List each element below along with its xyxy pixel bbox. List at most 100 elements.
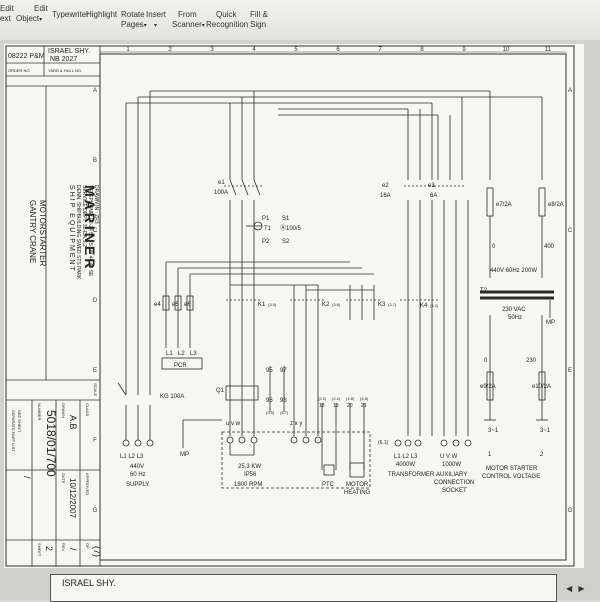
typewriter-label: Typewriter [52, 10, 89, 19]
label-transformer-primary: 440V 60Hz 200W [490, 268, 537, 274]
label-ptc: PTC [322, 482, 335, 488]
insert-button[interactable]: Insert ▾ [146, 10, 166, 31]
drawing-title: GANTRY CRANE [28, 200, 37, 263]
label-e8: e8/2A [548, 202, 564, 208]
label-e1-rating: 100A [214, 190, 228, 196]
row-label: E [93, 368, 97, 374]
schematic-labels: e1 100A P1 S1 T1 Ⓐ100/5 P2 S2 e2 16A e3 … [120, 180, 564, 496]
sheet-total: (7) [92, 546, 102, 557]
drawing-title: MOTORSTARTER [38, 200, 47, 266]
label-l3: L3 [190, 351, 197, 357]
label-230: 230 [526, 358, 537, 364]
rotate-pages-button[interactable]: Rotate Pages▾ [121, 10, 147, 31]
label-mp: MP [180, 452, 189, 458]
label-supply: SUPPLY [126, 482, 149, 488]
label-e2: e2 [382, 183, 389, 189]
label-contact-96: 96 [266, 398, 273, 404]
label-s2: S2 [282, 239, 290, 245]
label-transformer-frequency: 50Hz [508, 315, 522, 321]
label-mp: MP [546, 320, 555, 326]
number-label: NUMBER [37, 403, 42, 420]
typewriter-button[interactable]: Typewriter [52, 10, 89, 20]
label-motor-starter: MOTOR STARTER [486, 466, 538, 472]
label-e10: e10/2A [532, 384, 551, 390]
drawing-date: 10/12/2007 [68, 478, 77, 519]
label-contact-98: 98 [280, 398, 287, 404]
label-ref: (4.8) [346, 396, 355, 401]
rotate-pages-label-1: Rotate [121, 10, 145, 19]
label-e3: e3 [428, 183, 435, 189]
edit-object-button[interactable]: Edit Object▾ [16, 4, 48, 25]
label-motor-heating: MOTOR [346, 482, 369, 488]
column-label: 3 [210, 47, 214, 53]
label-k4-ref: (4.2) [430, 303, 439, 308]
fill-sign-label-1: Fill & [250, 10, 268, 19]
label-e7: e7/2A [496, 202, 512, 208]
drawn-label: DRAWN [61, 403, 66, 418]
label-output-num-2: 2 [540, 452, 544, 458]
label-ref-47: (4.7) [280, 410, 289, 415]
label-e9: e9/2A [480, 384, 496, 390]
yard-label: YARD & HULL NO. [48, 68, 82, 73]
company-logo: MARINER [82, 185, 98, 271]
label-ref-35: (3.5) [266, 410, 275, 415]
label-l2: L2 [178, 351, 185, 357]
label-terminals-transformer: L1 L2 L3 [394, 454, 418, 460]
edit-text-label-1: Edit [0, 4, 14, 13]
label-terminal: 18 [319, 403, 325, 409]
label-output-num-1: 1 [488, 452, 492, 458]
edit-object-label-2: Object [16, 14, 40, 23]
label-p2: P2 [262, 239, 270, 245]
label-t1: T1 [264, 226, 272, 232]
label-control-voltage: CONTROL VOLTAGE [482, 474, 540, 480]
drawing-number: 5018/01/700 [44, 410, 58, 477]
label-e6: e6 [184, 302, 191, 308]
label-ref: (2.2) [332, 396, 341, 401]
sheet-rev: / [68, 548, 78, 551]
class-label: CLASS [85, 403, 90, 416]
label-k2: K2 [322, 302, 330, 308]
row-label: G [568, 508, 573, 514]
highlight-button[interactable]: Highlight [86, 10, 117, 20]
quick-recognition-button[interactable]: Quick Recognition [206, 10, 248, 30]
label-400: 400 [544, 244, 555, 250]
edit-text-button[interactable]: Edit ext [0, 4, 14, 24]
company-subtitle: SHIP EQUIPMENT [68, 185, 75, 273]
label-motor-heating: HEATING [344, 490, 371, 496]
fill-sign-button[interactable]: Fill & Sign [250, 10, 268, 30]
label-k3: K3 [378, 302, 386, 308]
label-output-1: 3~1 [488, 428, 499, 434]
label-ct-ratio: Ⓐ100/5 [280, 224, 302, 232]
label-transformer: TRANSFORMER [388, 472, 435, 478]
label-terminals-zxy: z x y [290, 421, 302, 427]
row-label: D [93, 298, 98, 304]
label-ref-61: (6.1) [378, 440, 389, 446]
row-label: A [93, 88, 97, 94]
label-e4: e4 [154, 302, 161, 308]
quick-recognition-label-2: Recognition [206, 20, 249, 29]
column-label: 5 [294, 47, 298, 53]
label-supply-frequency: 60 Hz [130, 472, 146, 478]
quick-recognition-label-1: Quick [216, 10, 237, 19]
label-transformer-secondary: 230 VAC [502, 307, 526, 313]
label-s1: S1 [282, 216, 290, 222]
label-zero: 0 [484, 358, 488, 364]
edit-object-label-1: Edit [34, 4, 48, 13]
label-k1: K1 [258, 302, 266, 308]
next-page-sheet [50, 574, 557, 602]
label-l1: L1 [166, 351, 173, 357]
insert-label: Insert [146, 10, 167, 19]
label-terminals-socket: U V W [440, 454, 458, 460]
date-label: DATE [61, 473, 66, 484]
column-label: 8 [420, 47, 424, 53]
label-terminal: 20 [347, 403, 353, 409]
label-contact-97: 97 [280, 368, 287, 374]
scale-label: SCALE [93, 383, 98, 396]
label-motor-rpm: 1800 RPM [234, 482, 262, 488]
company-address: DENN. SHIPBUILDING SWED STS PARK [75, 185, 81, 280]
page-navigation-icons[interactable]: ◀ ▶ [566, 584, 587, 593]
from-scanner-button[interactable]: From Scanner▾ [172, 10, 205, 31]
fill-sign-label-2: Sign [250, 20, 267, 29]
label-q1: Q1 [216, 388, 225, 394]
label-ref: (2.2) [318, 396, 327, 401]
